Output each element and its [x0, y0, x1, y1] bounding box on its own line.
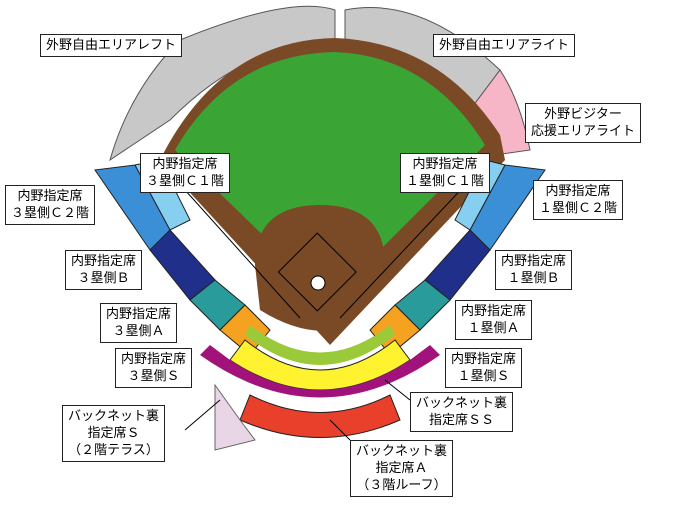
label-backnet-s: バックネット裏指定席Ｓ（２階テラス）: [62, 405, 166, 462]
label-backnet-ss: バックネット裏指定席ＳＳ: [410, 392, 514, 432]
label-backnet-a: バックネット裏指定席Ａ（３階ルーフ）: [350, 440, 454, 497]
foul-line-left: [184, 189, 301, 319]
label-visitor: 外野ビジター応援エリアライト: [525, 103, 642, 143]
seat-c1-1b[interactable]: [454, 159, 506, 231]
label-outfield-right: 外野自由エリアライト: [433, 34, 576, 57]
connector-backnet-ss: [384, 379, 411, 401]
magenta-band: [200, 345, 440, 398]
connector-backnet-a: [329, 419, 351, 441]
lime-band: [245, 325, 395, 365]
infield-dirt: [255, 205, 385, 331]
field-grass: [175, 52, 485, 300]
connector-backnet-s: [184, 399, 221, 431]
seat-backnet-s-terrace[interactable]: [214, 383, 256, 451]
seat-backnet-a[interactable]: [239, 394, 401, 438]
foul-line-right: [339, 179, 471, 319]
infield-diamond: [277, 232, 357, 312]
pitcher-mound: [310, 275, 326, 291]
label-outfield-left: 外野自由エリアレフト: [40, 34, 183, 57]
